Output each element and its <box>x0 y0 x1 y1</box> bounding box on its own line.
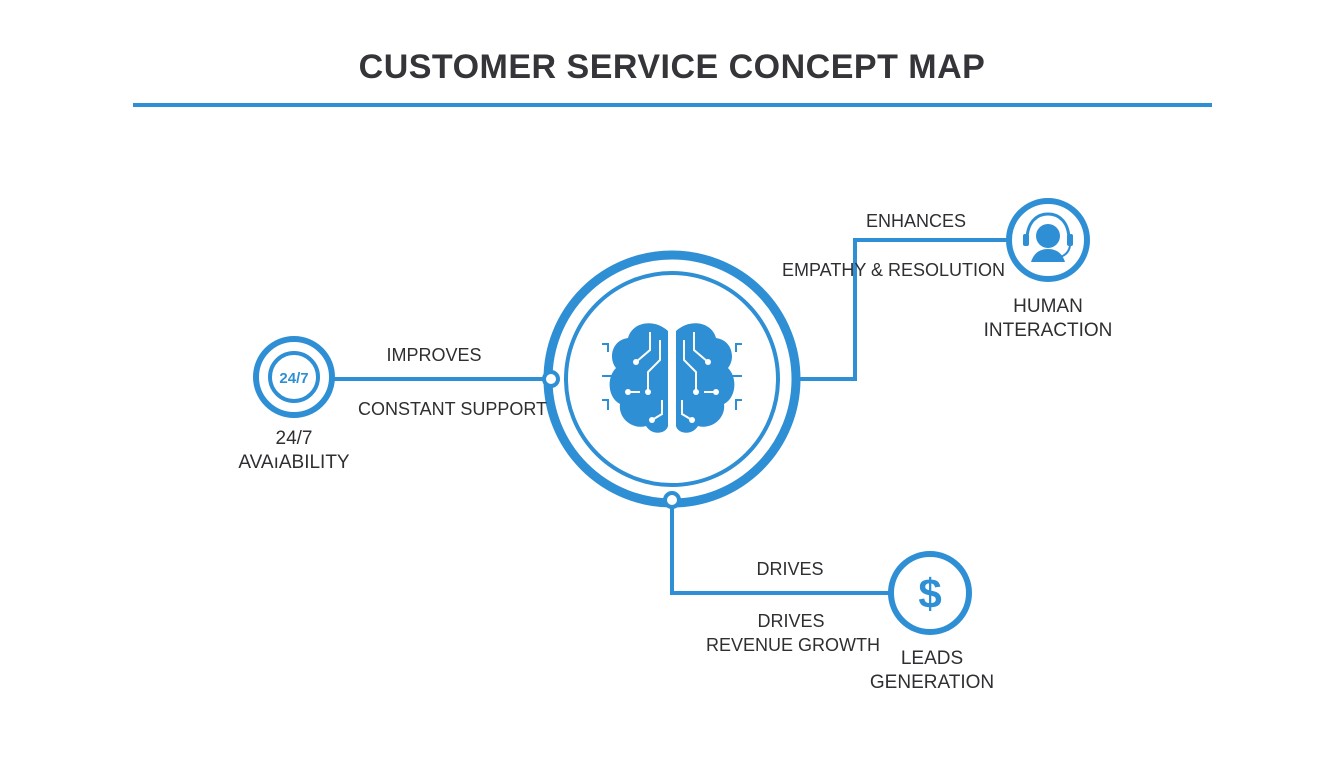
node-availability-label-line2: AVAıABILITY <box>238 452 350 473</box>
connector-dot-bottom <box>663 491 681 509</box>
node-availability: 24/7 <box>253 336 335 418</box>
dollar-icon: $ <box>918 570 941 617</box>
edge-human <box>797 238 1010 381</box>
node-leads: $ <box>888 551 972 635</box>
edge-leads-desc: DRIVES REVENUE GROWTH <box>706 609 881 657</box>
brain-circuit-icon <box>602 323 742 433</box>
edge-leads <box>670 500 892 595</box>
node-human-label-line2: INTERACTION <box>983 320 1113 341</box>
clock-24-7-icon: 24/7 <box>268 351 320 403</box>
node-human-label: HUMAN INTERACTION <box>980 295 1116 343</box>
edge-availability-desc: CONSTANT SUPPORT <box>358 399 548 419</box>
edge-availability-verb: IMPROVES <box>386 345 482 365</box>
headset-agent-icon <box>1023 212 1073 262</box>
title-divider <box>133 103 1212 107</box>
edge-human-verb: ENHANCES <box>865 211 967 231</box>
node-human-label-line1: HUMAN <box>1013 296 1083 317</box>
edge-leads-desc-line2: REVENUE GROWTH <box>706 635 881 655</box>
node-human <box>1006 198 1090 282</box>
node-availability-ring <box>253 336 335 418</box>
node-leads-ring <box>888 551 972 635</box>
clock-icon-text: 24/7 <box>279 370 308 387</box>
edge-human-desc: EMPATHY & RESOLUTION <box>782 260 1006 280</box>
edge-leads-desc-line1: DRIVES <box>757 611 825 631</box>
node-availability-label: 24/7 AVAıABILITY <box>236 427 352 475</box>
node-leads-label-line2: GENERATION <box>869 672 995 693</box>
central-node <box>542 250 801 509</box>
central-inner-ring <box>564 271 780 487</box>
node-leads-label-line1: LEADS <box>900 648 964 669</box>
node-availability-label-line1: 24/7 <box>275 428 313 449</box>
node-leads-label: LEADS GENERATION <box>864 647 1000 695</box>
connector-dot-left <box>542 370 560 388</box>
edge-leads-verb: DRIVES <box>756 559 824 579</box>
page-title: CUSTOMER SERVICE CONCEPT MAP <box>358 48 986 86</box>
